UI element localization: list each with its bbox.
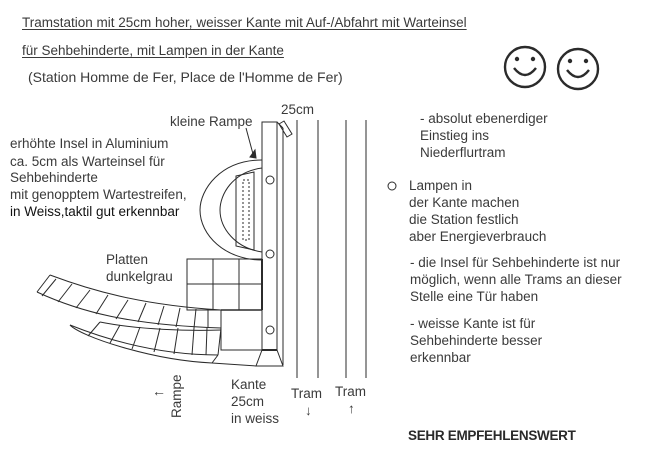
waiting-island (199, 127, 263, 261)
platform-edge (255, 120, 293, 367)
label-insel-3: Sehbehinderte (10, 170, 98, 185)
label-insel-2: ca. 5cm als Warteinsel für (10, 154, 165, 169)
arrow-down-icon: ↓ (305, 403, 312, 418)
title-line-2: für Sehbehinderte, mit Lampen in der Kan… (22, 43, 284, 58)
note-insel-2: möglich, wenn alle Trams an dieser (410, 272, 622, 287)
label-insel-5: in Weiss,taktil gut erkennbar (10, 204, 180, 219)
note-kante-2: Sehbehinderte besser (410, 333, 543, 348)
label-kante-1: Kante (231, 377, 267, 392)
lamp-icon (265, 249, 275, 259)
label-tram-down: Tram (291, 386, 322, 401)
rampe-arrow-icon: ← (152, 383, 166, 399)
note-lampen-3: die Station festlich (409, 212, 519, 227)
title-line-1: Tramstation mit 25cm hoher, weisser Kant… (22, 15, 467, 30)
smiley-icon (503, 45, 547, 89)
note-lampen-1: Lampen in (409, 178, 473, 193)
tram-tracks (296, 120, 367, 378)
label-25cm: 25cm (281, 102, 315, 117)
label-rampe: Rampe (169, 374, 184, 418)
curved-ramp (36, 274, 257, 367)
label-tram-up: Tram (335, 384, 366, 399)
note-ebenerdig-2: Einstieg ins (420, 128, 490, 143)
lamp-icon (387, 181, 397, 191)
note-insel-1: - die Insel für Sehbehinderte ist nur (410, 255, 621, 270)
label-insel-4: mit genopptem Wartestreifen, (10, 187, 187, 202)
label-insel-1: erhöhte Insel in Aluminium (10, 136, 169, 151)
label-kleine-rampe: kleine Rampe (170, 114, 253, 129)
note-insel-3: Stelle eine Tür haben (410, 289, 539, 304)
tile-grid (186, 258, 263, 351)
note-lampen-4: aber Energieverbrauch (409, 229, 547, 244)
note-ebenerdig-3: Niederflurtram (420, 145, 506, 160)
lamp-icon (265, 175, 275, 185)
verdict: SEHR EMPFEHLENSWERT (408, 428, 576, 443)
note-kante-3: erkennbar (410, 350, 471, 365)
subtitle: (Station Homme de Fer, Place de l'Homme … (28, 69, 343, 85)
label-platten-1: Platten (106, 252, 149, 267)
note-lampen-2: der Kante machen (409, 195, 520, 210)
label-platten-2: dunkelgrau (106, 269, 173, 284)
lamp-icon (265, 325, 275, 335)
smiley-icon (556, 47, 600, 91)
label-kante-3: in weiss (231, 411, 280, 426)
label-kante-2: 25cm (231, 394, 265, 409)
arrow-up-icon: ↑ (348, 401, 355, 416)
note-ebenerdig-1: - absolut ebenerdiger (420, 111, 548, 126)
note-kante-1: - weisse Kante ist für (410, 316, 536, 331)
